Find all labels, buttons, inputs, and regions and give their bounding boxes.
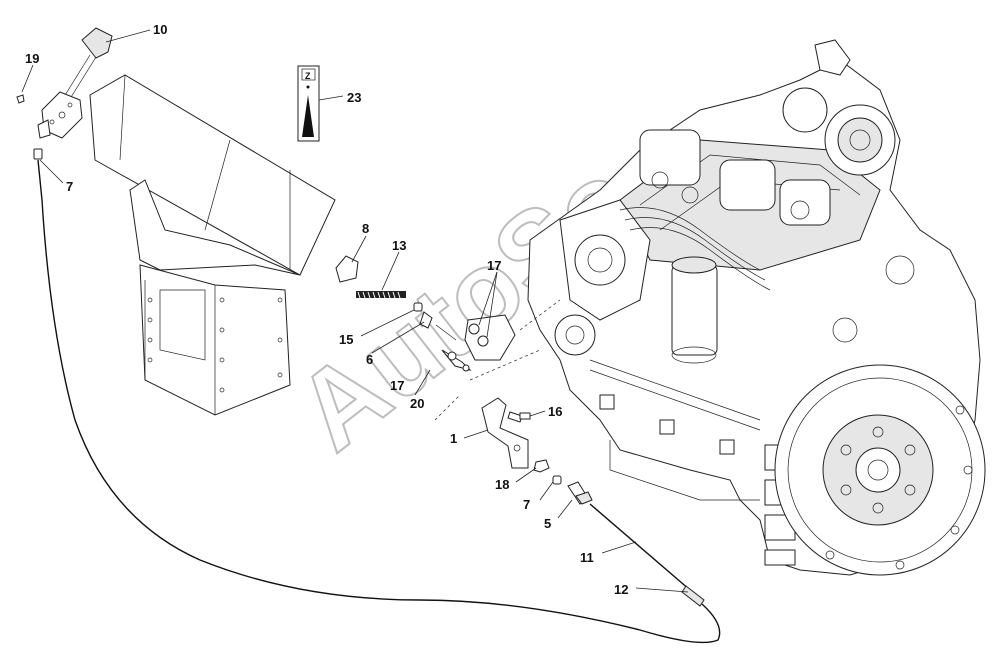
cover-panel <box>89 74 336 416</box>
nut-15 <box>413 302 423 312</box>
flywheel <box>774 364 986 576</box>
callout-6: 6 <box>366 352 373 367</box>
engine-assembly <box>527 39 986 576</box>
turbocharger <box>782 39 896 176</box>
callout-7-top: 7 <box>66 179 73 194</box>
callout-11: 11 <box>580 550 594 565</box>
throttle-cable <box>37 159 721 644</box>
callout-10: 10 <box>153 22 167 37</box>
throttle-lever <box>37 27 113 139</box>
callout-1: 1 <box>450 431 457 446</box>
callout-12: 12 <box>614 582 628 597</box>
callout-19: 19 <box>25 51 39 66</box>
bolt-16 <box>507 411 531 423</box>
callout-labels: 10 19 7 23 8 13 17 15 6 17 20 16 1 18 7 … <box>25 22 628 597</box>
screw-19 <box>16 94 25 104</box>
fuel-filter <box>671 256 718 364</box>
label-plate-glyph: Z <box>305 71 311 81</box>
mounting-plate-17 <box>464 314 516 361</box>
callout-23: 23 <box>347 90 361 105</box>
callout-8: 8 <box>362 221 369 236</box>
spring-13 <box>356 291 406 299</box>
callout-17-lower: 17 <box>390 378 404 393</box>
callout-18: 18 <box>495 477 509 492</box>
callout-13: 13 <box>392 238 406 253</box>
callout-17-top: 17 <box>487 258 501 273</box>
callout-16: 16 <box>548 404 562 419</box>
bracket-8 <box>335 255 359 283</box>
callout-7-lower: 7 <box>523 497 530 512</box>
nut-18 <box>533 459 550 473</box>
leader-lines <box>21 29 689 593</box>
clip-7-lower <box>552 475 562 485</box>
callout-5: 5 <box>544 516 551 531</box>
injection-pump <box>554 199 771 356</box>
callout-20: 20 <box>410 396 424 411</box>
callout-15: 15 <box>339 332 353 347</box>
clip-7-top <box>33 148 43 160</box>
label-plate: Z <box>297 65 320 142</box>
lever-6 <box>419 311 433 329</box>
connector-5 <box>567 481 593 505</box>
bracket-1 <box>481 397 529 469</box>
